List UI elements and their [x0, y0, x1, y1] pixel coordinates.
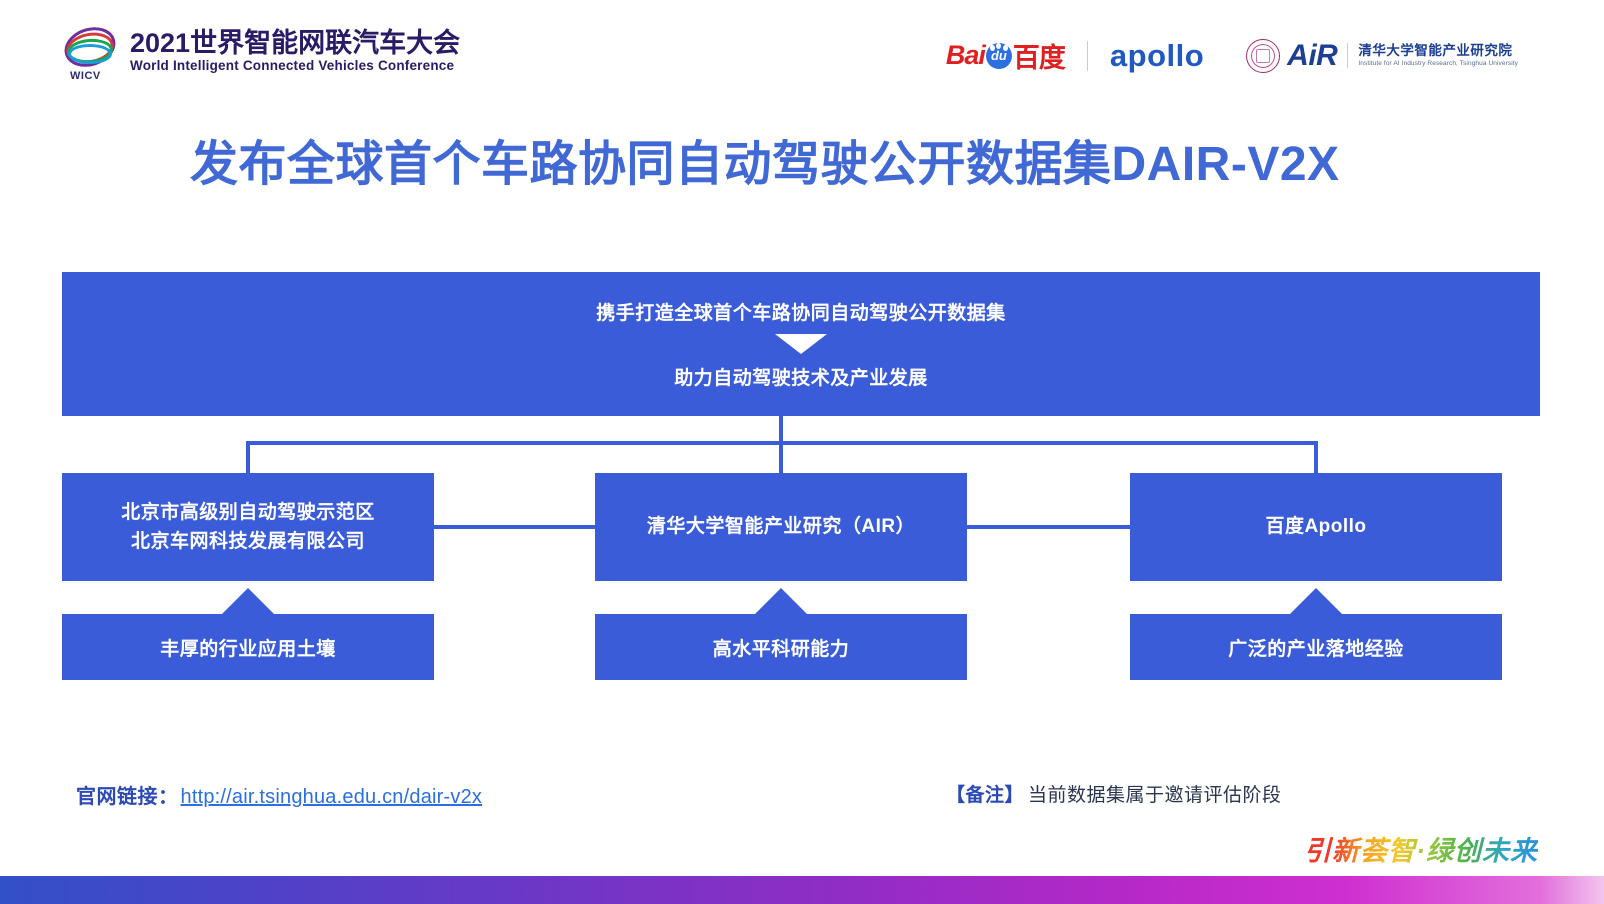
apollo-logo: apollo	[1109, 37, 1205, 73]
baidu-logo: Bai 百度	[945, 36, 1066, 75]
air-name-cn: 清华大学智能产业研究院	[1358, 42, 1513, 58]
partner-1-name-line-1: 北京市高级别自动驾驶示范区	[121, 501, 375, 523]
note-label: 【备注】	[946, 785, 1025, 806]
partner-1-name-line-2: 北京车网科技发展有限公司	[130, 531, 365, 552]
partner-2-strength: 高水平科研能力	[712, 638, 850, 660]
strength-box-1: 丰厚的行业应用土壤	[62, 614, 434, 680]
baidu-latin-text: Bai	[945, 40, 986, 70]
partner-box-3: 百度Apollo	[1130, 473, 1502, 581]
dataset-note-group: 【备注】 当前数据集属于邀请评估阶段	[946, 780, 1282, 807]
wicv-emblem-icon: WICV	[59, 20, 121, 82]
baidu-paw-icon	[985, 42, 1012, 69]
connector-stem-vertical	[779, 416, 783, 473]
partner-box-1: 北京市高级别自动驾驶示范区 北京车网科技发展有限公司	[62, 473, 434, 581]
connector-link-left-middle	[434, 525, 595, 529]
note-text: 当前数据集属于邀请评估阶段	[1028, 785, 1282, 806]
event-slogan: 引新荟智·绿创未来	[1304, 829, 1538, 868]
connector-link-middle-right	[967, 525, 1130, 529]
official-website-label: 官网链接：	[76, 786, 179, 808]
slide-header: WICV 2021世界智能网联汽车大会 World Intelligent Co…	[0, 0, 1604, 100]
conference-name-en: World Intelligent Connected Vehicles Con…	[130, 58, 455, 74]
connector-drop-left	[246, 441, 250, 473]
air-acronym-text: AiR	[1287, 38, 1338, 72]
baidu-cn-text: 百度	[1012, 43, 1066, 73]
partner-logo-group: Bai 百度 apollo AiR 清华大学智能产业研究院 Institute …	[946, 36, 1518, 75]
conference-name-cn: 2021世界智能网联汽车大会	[130, 28, 461, 59]
air-name-en: Institute for AI Industry Research, Tsin…	[1358, 60, 1518, 68]
strength-box-2: 高水平科研能力	[595, 614, 967, 680]
strength-box-3: 广泛的产业落地经验	[1130, 614, 1502, 680]
chevron-up-icon-left	[222, 588, 274, 614]
chevron-up-icon-right	[1290, 588, 1342, 614]
page-title: 发布全球首个车路协同自动驾驶公开数据集DAIR-V2X	[190, 138, 1340, 191]
diagram-top-box: 携手打造全球首个车路协同自动驾驶公开数据集 助力自动驾驶技术及产业发展	[62, 272, 1540, 416]
connector-horizontal-bar	[246, 441, 1318, 445]
connector-drop-right	[1314, 441, 1318, 473]
official-website-url[interactable]: http://air.tsinghua.edu.cn/dair-v2x	[180, 786, 483, 808]
top-box-subline: 助力自动驾驶技术及产业发展	[674, 368, 928, 389]
partner-box-2: 清华大学智能产业研究（AIR）	[595, 473, 967, 581]
partner-3-strength: 广泛的产业落地经验	[1228, 638, 1404, 660]
arrow-down-icon	[775, 334, 827, 354]
air-logo: AiR 清华大学智能产业研究院 Institute for AI Industr…	[1246, 38, 1518, 73]
top-box-headline: 携手打造全球首个车路协同自动驾驶公开数据集	[596, 303, 1006, 324]
bottom-gradient-bar	[0, 876, 1604, 904]
logo-divider	[1086, 40, 1088, 71]
chevron-up-icon-middle	[755, 588, 807, 614]
tsinghua-seal-icon	[1246, 38, 1281, 73]
wicv-abbr-label: WICV	[70, 70, 101, 82]
partner-2-name-line-1: 清华大学智能产业研究（AIR）	[646, 516, 916, 538]
partner-1-strength: 丰厚的行业应用土壤	[160, 638, 336, 660]
partner-3-name-line-1: 百度Apollo	[1265, 516, 1367, 538]
official-website-link-group: 官网链接： http://air.tsinghua.edu.cn/dair-v2…	[76, 780, 482, 809]
wicv-conference-logo: WICV 2021世界智能网联汽车大会 World Intelligent Co…	[59, 20, 461, 82]
